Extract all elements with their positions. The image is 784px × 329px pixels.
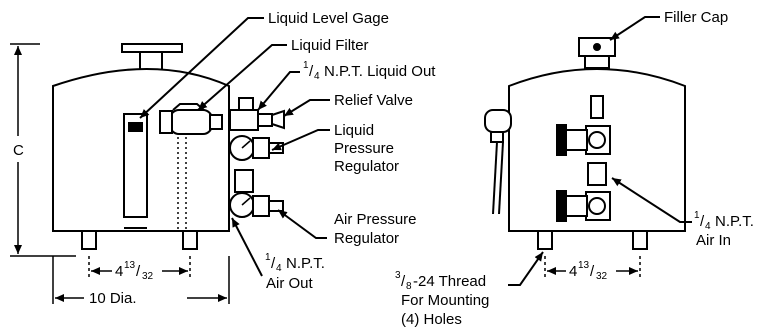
left-leg-1 <box>81 230 97 250</box>
label-liquid-filter: Liquid Filter <box>291 37 369 54</box>
label-air-out: 1 / 4 N.P.T. Air Out <box>265 252 325 292</box>
svg-text:32: 32 <box>142 271 154 282</box>
svg-text:N.P.T.: N.P.T. <box>286 255 325 272</box>
right-leg-2 <box>632 230 648 250</box>
svg-text:/: / <box>700 213 705 230</box>
dimension-lines <box>10 43 641 304</box>
leader-air-in <box>611 177 692 223</box>
left-valve-assembly <box>229 97 285 218</box>
leader-air-out <box>231 217 263 277</box>
liquid-level-gage <box>123 113 148 218</box>
label-liquid-out: 1 / 4 N.P.T. Liquid Out <box>303 60 436 82</box>
svg-text:/: / <box>136 263 141 280</box>
svg-text:1: 1 <box>694 210 700 221</box>
svg-text:Air In: Air In <box>696 232 731 249</box>
label-thread: 3 / 8 -24 Thread For Mounting (4) Holes <box>395 270 489 328</box>
svg-text:1: 1 <box>265 252 271 263</box>
dim-height-c: C <box>13 142 24 159</box>
svg-text:For Mounting: For Mounting <box>401 292 489 309</box>
svg-text:13: 13 <box>124 260 136 271</box>
svg-text:Liquid: Liquid <box>334 122 374 139</box>
label-liquid-pressure-regulator: Liquid Pressure Regulator <box>334 122 399 175</box>
svg-text:32: 32 <box>596 271 608 282</box>
label-liquid-level-gage: Liquid Level Gage <box>268 10 389 27</box>
label-air-pressure-regulator: Air Pressure Regulator <box>334 211 417 247</box>
left-filler-cap <box>121 43 183 53</box>
dim-right-spacing: 4 13 / 32 <box>569 260 608 282</box>
svg-text:N.P.T.: N.P.T. <box>715 213 754 230</box>
left-leg-2 <box>182 230 198 250</box>
leader-air-pressure-regulator <box>277 209 327 239</box>
right-valve-assembly <box>556 95 611 222</box>
leader-liquid-filter <box>197 44 287 111</box>
right-filter <box>484 109 512 215</box>
svg-text:/: / <box>590 263 595 280</box>
leader-relief-valve <box>283 99 330 117</box>
svg-text:Regulator: Regulator <box>334 158 399 175</box>
right-leg-1 <box>537 230 553 250</box>
label-filler-cap: Filler Cap <box>664 9 728 26</box>
svg-text:Air Pressure: Air Pressure <box>334 211 417 228</box>
svg-text:4: 4 <box>276 263 282 274</box>
svg-text:Pressure: Pressure <box>334 140 394 157</box>
leader-filler-cap <box>609 16 660 41</box>
svg-text:4: 4 <box>115 263 123 280</box>
svg-text:N.P.T. Liquid Out: N.P.T. Liquid Out <box>324 63 436 80</box>
label-air-in: 1 / 4 N.P.T. Air In <box>694 210 754 249</box>
svg-text:3: 3 <box>395 270 401 281</box>
svg-text:(4) Holes: (4) Holes <box>401 311 462 328</box>
svg-text:13: 13 <box>578 260 590 271</box>
svg-text:8: 8 <box>406 281 412 292</box>
svg-text:/: / <box>401 273 406 290</box>
leader-lines <box>139 16 692 286</box>
svg-text:-24 Thread: -24 Thread <box>413 273 486 290</box>
label-relief-valve: Relief Valve <box>334 92 413 109</box>
svg-text:Regulator: Regulator <box>334 230 399 247</box>
leader-liquid-out <box>257 71 300 111</box>
svg-text:/: / <box>271 255 276 272</box>
svg-text:4: 4 <box>569 263 577 280</box>
svg-text:1: 1 <box>303 60 309 71</box>
leader-liquid-level-gage <box>139 17 264 119</box>
svg-text:4: 4 <box>705 221 711 232</box>
left-tank <box>52 43 230 250</box>
svg-text:Air Out: Air Out <box>266 275 314 292</box>
leader-thread <box>508 251 544 286</box>
dim-diameter: 10 Dia. <box>89 290 137 307</box>
dim-left-spacing: 4 13 / 32 <box>115 260 154 282</box>
leader-liquid-pressure-regulator <box>271 129 330 151</box>
svg-text:/: / <box>309 63 314 80</box>
svg-text:4: 4 <box>314 71 320 82</box>
